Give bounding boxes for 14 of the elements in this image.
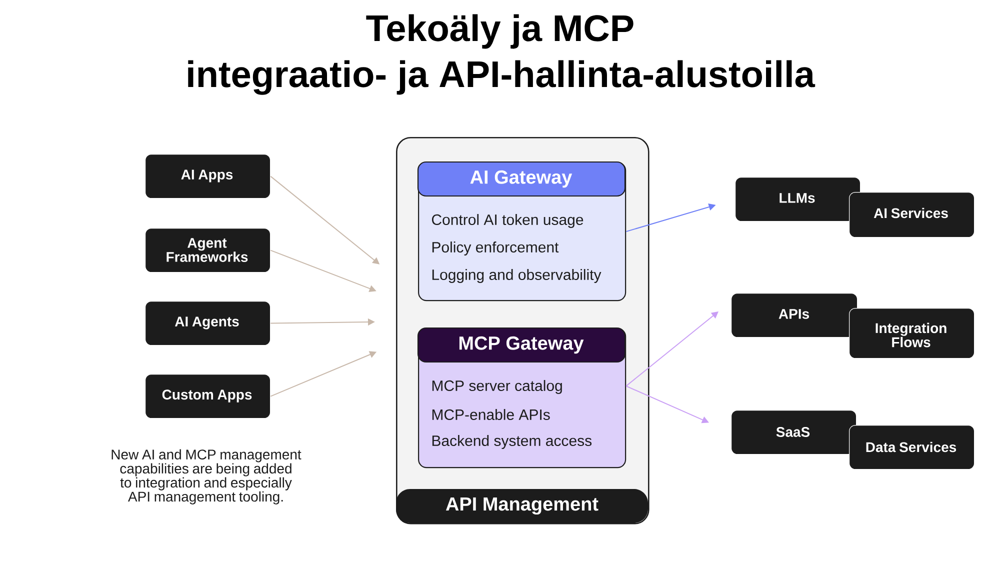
- note-text: New AI and MCP management capabilities are being added to integration and especially API management tooling.: [112, 449, 302, 504]
- dark-box: Data Services: [849, 425, 975, 470]
- title: Tekoäly ja MCP integraatio- ja API-hallinta-alustoilla: [188, 14, 816, 95]
- dark-box: SaaS: [731, 410, 857, 455]
- dark-box: AI Apps: [145, 154, 271, 199]
- dark-box: APIs: [731, 293, 858, 338]
- gateway-box: AI Gateway Control AI token usage Policy enforcement Logging and observability: [417, 161, 626, 302]
- dark-box: AI Services: [849, 192, 975, 238]
- dark-box: Custom Apps: [145, 374, 271, 419]
- dark-box: Integration Flows: [849, 308, 975, 359]
- dark-box: LLMs: [735, 177, 861, 222]
- dark-box: Agent Frameworks: [145, 228, 271, 273]
- dark-box: AI Agents: [145, 301, 271, 346]
- gateway-box: MCP Gateway MCP server catalog MCP-enable APIs Backend system access: [417, 327, 626, 468]
